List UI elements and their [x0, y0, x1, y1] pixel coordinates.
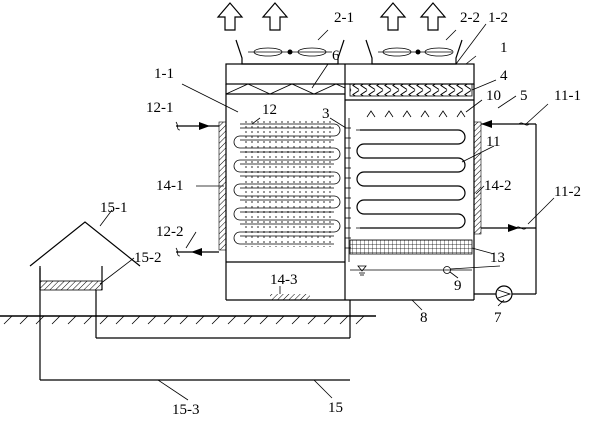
water-basin: [350, 265, 501, 276]
fill-13: [349, 239, 473, 255]
label-9: 9: [454, 278, 462, 294]
wall-heater-15-2: [39, 280, 103, 291]
label-11-1: 11-1: [554, 88, 581, 104]
label-10: 10: [486, 88, 501, 104]
label-1: 1: [500, 40, 508, 56]
building-15-1: [29, 221, 141, 300]
louver-14-3: [270, 294, 310, 300]
label-11: 11: [486, 134, 500, 150]
label-12-1: 12-1: [146, 100, 174, 116]
louver-14-2: [473, 121, 482, 235]
exhaust-arrow-2: [261, 2, 289, 31]
float-valve-9: [443, 266, 451, 274]
label-14-3: 14-3: [270, 272, 298, 288]
exhaust-arrow-3: [379, 2, 407, 31]
separator-6: [225, 83, 346, 95]
label-1-2: 1-2: [488, 10, 508, 26]
label-5: 5: [520, 88, 528, 104]
label-12-2: 12-2: [156, 224, 184, 240]
ground: [0, 315, 376, 325]
process-pipe-12-2: [175, 247, 219, 257]
label-15: 15: [328, 400, 343, 416]
fan-2-1: [235, 39, 345, 65]
process-pipe-12-1: [175, 121, 219, 131]
label-11-2: 11-2: [554, 184, 581, 200]
fan-2-2: [365, 39, 463, 65]
coil-12: [233, 121, 341, 247]
label-15-3: 15-3: [172, 402, 200, 418]
exhaust-arrows: [216, 2, 447, 31]
label-12: 12: [262, 102, 277, 118]
label-6: 6: [332, 48, 340, 64]
pump-7: [495, 285, 513, 303]
label-13: 13: [490, 250, 505, 266]
exhaust-arrow-4: [419, 2, 447, 31]
label-8: 8: [420, 310, 428, 326]
label-7: 7: [494, 310, 502, 326]
exhaust-arrow-1: [216, 2, 244, 31]
label-2-2: 2-2: [460, 10, 480, 26]
spray-nozzles-10: [366, 110, 466, 118]
label-1-1: 1-1: [154, 66, 174, 82]
label-2-1: 2-1: [334, 10, 354, 26]
label-15-1: 15-1: [100, 200, 128, 216]
leader-lines: [99, 23, 555, 401]
label-14-2: 14-2: [484, 178, 512, 194]
label-4: 4: [500, 68, 508, 84]
label-15-2: 15-2: [134, 250, 162, 266]
reference-labels: 2-1 2-2 1-2 1 6 1-1 4 10 5 11-1 12-1 12 …: [100, 10, 581, 418]
label-14-1: 14-1: [156, 178, 184, 194]
drift-eliminator-4: [349, 83, 473, 97]
partition-3-ticks: [345, 127, 351, 249]
label-3: 3: [322, 106, 330, 122]
coil-11: [356, 129, 466, 229]
pipe-loop-11: [474, 120, 537, 295]
